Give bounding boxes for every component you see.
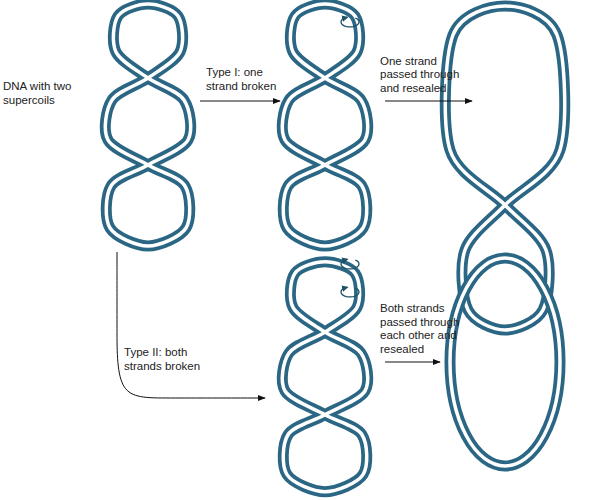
dna-outer xyxy=(282,4,367,246)
step-label: DNA with two supercoils xyxy=(3,80,75,108)
process-arrow xyxy=(117,252,265,398)
step-label: Both strands passed through each other a… xyxy=(380,302,472,357)
process-arrow xyxy=(200,101,280,102)
rotation-arrow xyxy=(341,287,359,297)
supercoiled-dna xyxy=(105,4,190,246)
type1-cut-dna xyxy=(282,4,367,246)
rotation-arrow xyxy=(341,259,359,269)
dna-gap xyxy=(450,258,560,466)
dna-gap xyxy=(105,4,190,246)
relaxed-one-supercoil-dna xyxy=(445,6,564,330)
type2-cut-dna xyxy=(282,262,367,492)
process-arrow xyxy=(385,101,472,102)
relaxed-circle-dna xyxy=(450,258,560,466)
dna-gap xyxy=(282,262,367,492)
step-label: Type II: both strands broken xyxy=(124,346,204,374)
dna-gap xyxy=(445,6,564,330)
rotation-arrow xyxy=(341,17,359,27)
dna-gap xyxy=(282,4,367,246)
dna-outer xyxy=(450,258,560,466)
dna-outer xyxy=(282,262,367,492)
step-label: One strand passed through and resealed xyxy=(380,55,472,96)
step-label: Type I: one strand broken xyxy=(206,66,280,94)
process-arrow xyxy=(385,362,440,363)
dna-outer xyxy=(445,6,564,330)
dna-outer xyxy=(105,4,190,246)
